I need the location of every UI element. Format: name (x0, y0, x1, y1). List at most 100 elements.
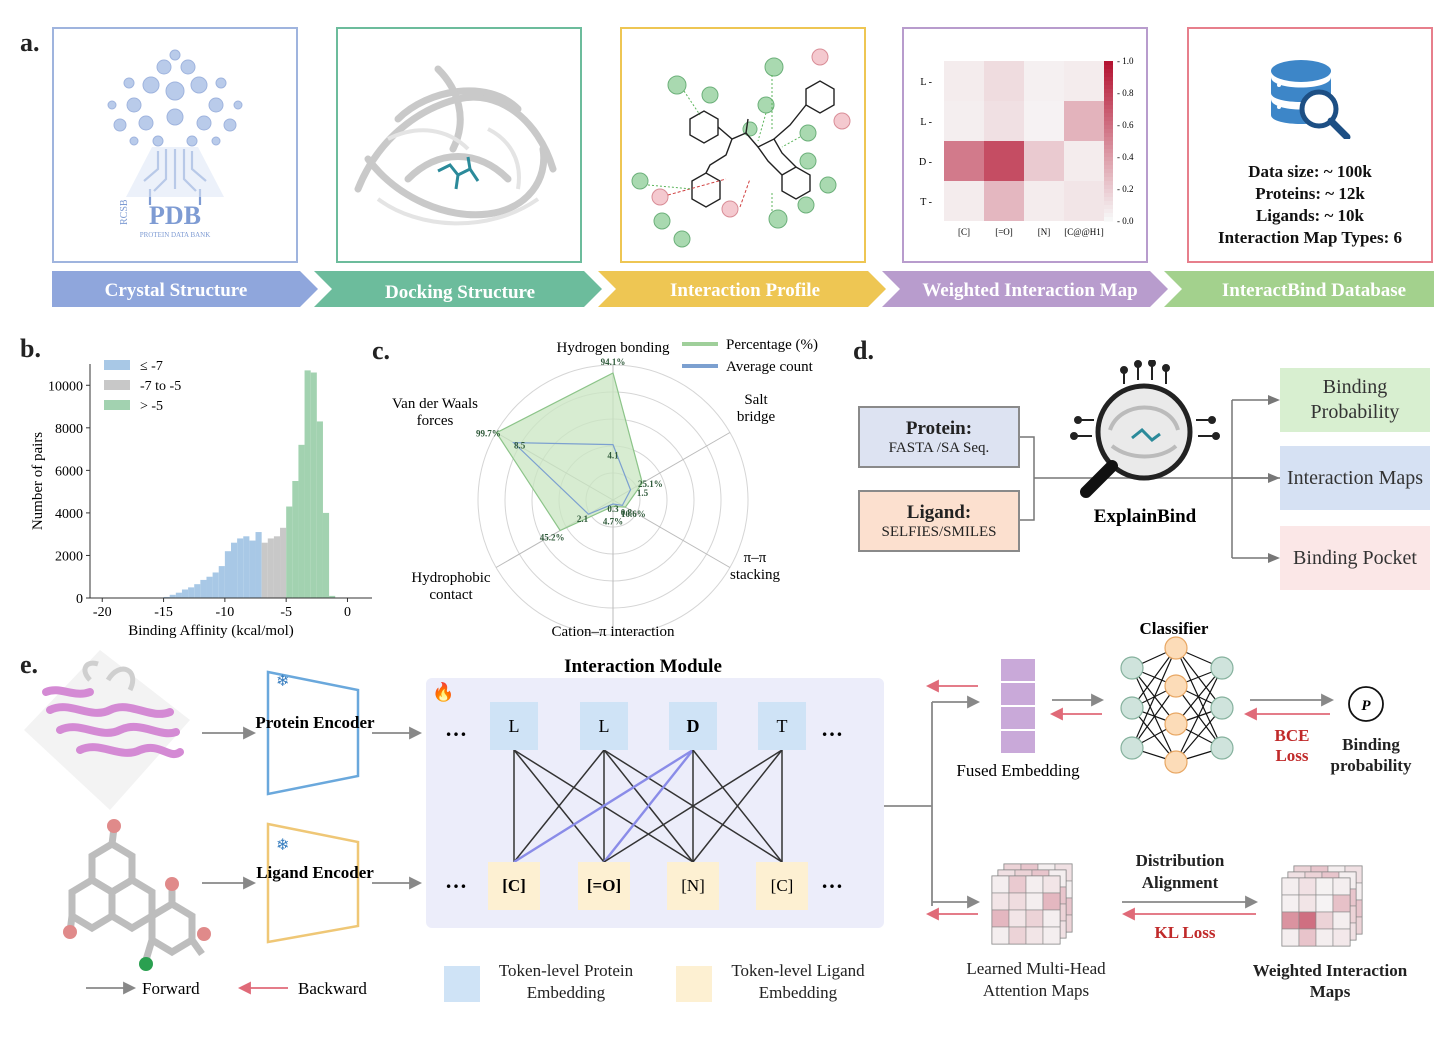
classifier-edge (1131, 707, 1177, 763)
y-tick-label: 4000 (55, 507, 83, 522)
heatmap-cell (984, 61, 1024, 101)
colorbar-segment (1104, 77, 1113, 82)
histogram-bar (322, 512, 330, 598)
colorbar-segment (1104, 181, 1113, 186)
weighted-interaction-map-box: L -L -D -T -[C][=O][N][C@@H1]- 0.0- 0.2-… (902, 27, 1148, 263)
legend-label: ≤ -7 (140, 359, 163, 374)
legend-swatch (104, 380, 130, 390)
y-tick-label: 10000 (48, 379, 83, 394)
bce-loss-label: BCE Loss (1274, 726, 1310, 765)
x-tick-label: -10 (216, 605, 235, 620)
attention-map-cell (1042, 892, 1061, 911)
ligand-token-box (756, 862, 808, 910)
legend-swatch (104, 360, 130, 370)
attention-edge (692, 749, 783, 863)
classifier-node (1210, 656, 1234, 680)
pipeline-chevron-bar: Crystal Structure Docking Structure Inte… (52, 271, 1434, 307)
db-stat-row: Ligands: ~ 10k (1255, 206, 1365, 225)
attention-map-cell (991, 926, 1010, 945)
colorbar-segment (1104, 161, 1113, 166)
radar-spoke (612, 499, 731, 568)
colorbar-segment (1104, 69, 1113, 74)
protein-encoder-shape (266, 670, 360, 796)
fused-embedding-bar (999, 657, 1037, 755)
attention-map-cell (1025, 892, 1044, 911)
histogram-bar (286, 506, 293, 598)
ligand-encoder-label: Ligand Encoder (256, 863, 374, 882)
histogram-bar (243, 536, 250, 598)
colorbar-segment (1104, 193, 1113, 198)
interaction-profile-box (620, 27, 866, 263)
heatmap-cell (1024, 101, 1064, 141)
colorbar-segment (1104, 157, 1113, 162)
heatmap-cell (944, 141, 984, 181)
attention-edge (513, 749, 605, 863)
stage-chevron (882, 271, 1168, 307)
explainbind-title: ExplainBind (1094, 506, 1197, 527)
interaction-radar-chart: 94.1%25.1%10.6%4.7%45.2%99.7%4.11.50.80.… (392, 337, 818, 640)
protein-token-box (490, 702, 538, 750)
colorbar-tick-label: - 0.0 (1117, 216, 1134, 226)
attention-map-cell (1298, 877, 1317, 896)
radar-pct-label: 99.7% (476, 429, 501, 439)
panel-e-label: e. (20, 650, 39, 679)
radar-axis-label: Cation–π interaction (552, 624, 675, 640)
heatmap-col-label: [N] (1038, 227, 1051, 237)
explainbind-flow: ExplainBind (1020, 360, 1280, 563)
attention-map-cell (1298, 894, 1317, 913)
heatmap-cell (1024, 181, 1064, 221)
classifier-edge (1175, 707, 1223, 763)
histogram-bar (267, 538, 274, 598)
attention-map-cell (1332, 911, 1351, 930)
svg-text:PDB: PDB (149, 201, 201, 230)
attention-map-cell (1315, 894, 1334, 913)
protein-token-box (580, 702, 628, 750)
ligand-input-format: SELFIES/SMILES (881, 524, 997, 540)
colorbar-tick-label: - 0.4 (1117, 152, 1134, 162)
interaction-module-title: Interaction Module (564, 656, 722, 677)
histogram-bar (181, 589, 189, 598)
classifier-edge (1175, 647, 1223, 749)
attention-map-cell (1025, 926, 1044, 945)
heatmap-row-label: L - (920, 77, 932, 88)
classifier-edge (1175, 667, 1223, 725)
stage-label: Crystal Structure (105, 280, 248, 301)
histogram-bar (188, 587, 195, 598)
histogram-bar (310, 372, 317, 598)
y-axis-label: Number of pairs (30, 432, 46, 530)
heatmap-row-label: L - (920, 117, 932, 128)
colorbar-segment (1104, 89, 1113, 94)
ellipsis: … (821, 716, 843, 741)
attention-map-cell (991, 909, 1010, 928)
ligand-structure-image (66, 827, 205, 962)
heatmap-cell (944, 101, 984, 141)
heatmap-cell (944, 181, 984, 221)
radar-legend-label: Percentage (%) (726, 337, 818, 353)
classifier-node (1164, 712, 1188, 736)
colorbar-segment (1104, 153, 1113, 158)
colorbar-segment (1104, 125, 1113, 130)
stage-label: Weighted Interaction Map (922, 280, 1137, 301)
stage-label: Interaction Profile (670, 280, 820, 301)
colorbar-tick-label: - 0.8 (1117, 88, 1134, 98)
ligand-token-label: [C] (771, 876, 794, 895)
colorbar-tick-label: - 0.2 (1117, 184, 1134, 194)
histogram-bar (255, 532, 262, 598)
fire-icon: 🔥 (432, 681, 454, 702)
colorbar-segment (1104, 81, 1113, 86)
radar-count-label: 8.5 (514, 441, 526, 451)
histogram-bar (298, 444, 305, 598)
radar-pct-label: 10.6% (621, 509, 646, 519)
heatmap-col-label: [C@@H1] (1064, 227, 1104, 237)
binding-probability-label: Binding probability (1330, 735, 1412, 775)
attention-edge (513, 748, 694, 864)
protein-structure-image (24, 650, 190, 810)
heatmap-cell (984, 141, 1024, 181)
stage-label: InteractBind Database (1222, 280, 1406, 301)
x-tick-label: 0 (344, 605, 351, 620)
histogram-bar (329, 595, 336, 598)
x-tick-label: -15 (154, 605, 173, 620)
colorbar-segment (1104, 93, 1113, 98)
x-axis-label: Binding Affinity (kcal/mol) (128, 623, 294, 639)
colorbar-segment (1104, 65, 1113, 70)
